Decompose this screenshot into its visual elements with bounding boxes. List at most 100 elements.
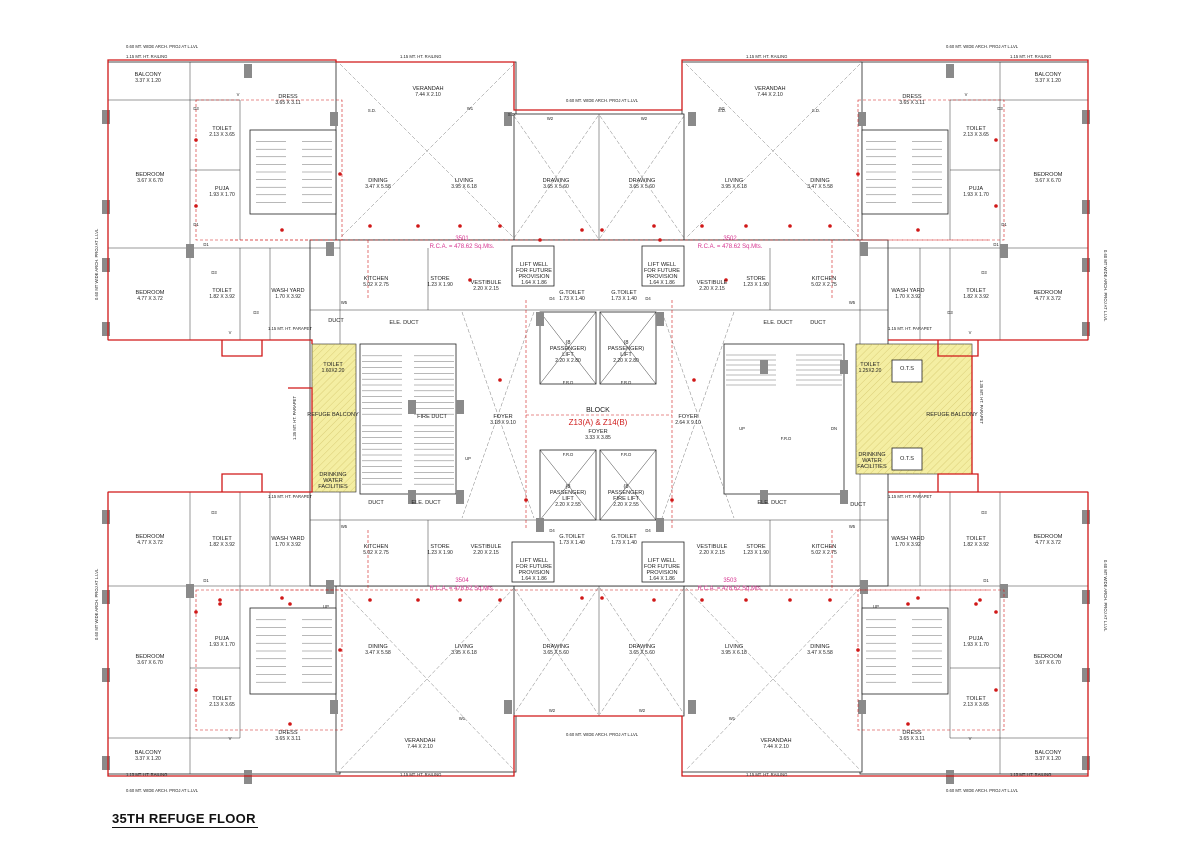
arch-proj-note: 0.60 MT. WIDE ARCH. PROJ AT L.LVL <box>566 98 639 103</box>
room-name: BEDROOM <box>136 290 165 296</box>
room-name: FIRE LIFT <box>613 496 639 502</box>
room-dimension: 3.65 X 3.11 <box>275 100 300 106</box>
unit-areas: 3501 R.C.A. = 478.62 Sq.Mts. 3502 R.C.A.… <box>430 236 763 592</box>
room-name: WASH YARD <box>271 536 304 542</box>
room-name: WASH YARD <box>891 288 924 294</box>
symbol-d1: D1 <box>983 578 989 583</box>
room-name: FOR FUTURE <box>644 268 680 274</box>
unit-boundaries <box>195 99 1005 731</box>
room-name: KITCHEN <box>812 276 837 282</box>
room-dimension: 3.37 X 1.20 <box>135 756 161 762</box>
room-name: PROVISION <box>518 570 549 576</box>
room-dimension: 2.20 X 2.55 <box>555 502 581 508</box>
room-dimension: 4.77 X 3.72 <box>1035 540 1061 546</box>
symbol-d1: D1 <box>203 578 209 583</box>
room-dimension: 2.20 X 2.80 <box>613 358 639 364</box>
symbol-v: V <box>969 330 972 335</box>
open-area-crosses <box>339 63 861 771</box>
symbol-w1: W1 <box>729 716 736 721</box>
room-dimension: 3.47 X 5.58 <box>365 650 391 656</box>
railing-note: 1.15 MT. HT. RAILING <box>400 772 441 777</box>
unit-number: 3501 <box>455 236 469 242</box>
room-name: (8 <box>624 340 629 346</box>
railing-note: 1.15 MT. HT. RAILING <box>1010 772 1051 777</box>
room-dimension: 1.73 X 1.40 <box>611 296 637 302</box>
room-name: DRINKING <box>319 472 346 478</box>
room-name: (8 <box>624 484 629 490</box>
symbol-d3: D3 <box>997 106 1003 111</box>
room-name: G.TOILET <box>559 534 585 540</box>
room-name: PROVISION <box>646 570 677 576</box>
symbol-d3: D3 <box>947 310 953 315</box>
room-dimension: 1.23 X 1.90 <box>427 282 453 288</box>
room-name: DINING <box>810 644 830 650</box>
room-name: PUJA <box>969 186 984 192</box>
railing-note: 1.15 MT. HT. RAILING <box>746 772 787 777</box>
room-dimension: 2.20 X 2.80 <box>555 358 581 364</box>
room-name: LIFT WELL <box>520 262 548 268</box>
room-name: LIFT <box>620 352 632 358</box>
symbol-v: V <box>965 92 968 97</box>
parapet-note: 1.15 MT. HT. PARAPET <box>268 326 312 331</box>
side-arch-note: 0.60 MT WIDE ARCH. PROJ AT L.LVL <box>1103 250 1108 322</box>
railing-note: 1.15 MT. HT. RAILING <box>126 54 167 59</box>
room-name: FIRE DUCT <box>417 414 447 420</box>
room-dimension: 1.93 X 1.70 <box>963 192 989 198</box>
room-name: REFUGE BALCONY <box>307 412 359 418</box>
room-dimension: 3.67 X 6.70 <box>1035 178 1061 184</box>
room-dimension: 3.47 X 5.58 <box>807 184 833 190</box>
room-name: TOILET <box>860 362 880 368</box>
room-name: VESTIBULE <box>697 280 728 286</box>
room-name: (8 <box>566 484 571 490</box>
room-dimension: 3.37 X 1.20 <box>135 78 161 84</box>
room-name: FOR FUTURE <box>644 564 680 570</box>
room-name: VERANDAH <box>412 86 443 92</box>
room-dimension: 3.95 X 6.18 <box>451 650 477 656</box>
room-name: DINING <box>368 178 388 184</box>
room-dimension: 3.95 X 6.18 <box>721 650 747 656</box>
symbol-d4: D4 <box>645 528 651 533</box>
room-name: LIVING <box>725 178 743 184</box>
room-name: STORE <box>746 544 765 550</box>
railing-note: 1.15 MT. HT. RAILING <box>400 54 441 59</box>
room-name: ELE. DUCT <box>763 320 793 326</box>
unit-rca: R.C.A. = 478.62 Sq.Mts. <box>430 244 495 250</box>
symbol-sd: S.D. <box>718 108 726 113</box>
room-name: PASSENGER) <box>608 490 644 496</box>
unit-rca: R.C.A. = 478.62 Sq.Mts. <box>698 244 763 250</box>
room-dimension: 1.64 X 1.86 <box>521 576 547 582</box>
room-dimension: 3.37 X 1.20 <box>1035 78 1061 84</box>
room-name: VERANDAH <box>760 738 791 744</box>
room-name: DUCT <box>850 502 866 508</box>
room-name: VESTIBULE <box>697 544 728 550</box>
railing-outline <box>107 59 1089 777</box>
room-name: DRESS <box>902 94 922 100</box>
symbol-d3: D3 <box>981 510 987 515</box>
symbol-d3: D3 <box>981 270 987 275</box>
symbol-v: V <box>229 736 232 741</box>
room-dimension: 1.93 X 1.70 <box>209 192 235 198</box>
room-name: DRESS <box>902 730 922 736</box>
arch-proj-note: 0.60 MT. WIDE ARCH. PROJ AT L.LVL <box>566 732 639 737</box>
parapet-note: 1.15 MT. HT. PARAPET <box>268 494 312 499</box>
room-name: PASSENGER) <box>608 346 644 352</box>
refuge-parapet-note: 1.35 MT. HT. PARAPET <box>292 396 297 440</box>
room-dimension: 5.02 X 2.75 <box>811 550 837 556</box>
room-dimension: 1.70 X 3.92 <box>895 542 921 548</box>
room-name: TOILET <box>966 536 986 542</box>
room-dimension: 2.20 X 2.15 <box>699 550 725 556</box>
parapet-note: 1.15 MT. HT. PARAPET <box>888 326 932 331</box>
room-dimension: 2.20 X 2.15 <box>473 286 499 292</box>
room-name: BEDROOM <box>1034 654 1063 660</box>
symbol-w5: W5 <box>849 524 856 529</box>
symbol-w2: W2 <box>549 708 556 713</box>
room-name: WASH YARD <box>271 288 304 294</box>
room-name: LIVING <box>455 644 473 650</box>
room-dimension: 1.93 X 1.70 <box>209 642 235 648</box>
room-name: FOR FUTURE <box>516 268 552 274</box>
room-name: ELE. DUCT <box>389 320 419 326</box>
room-dimension: 1.82 X 3.92 <box>963 542 989 548</box>
room-dimension: 2.20 X 2.15 <box>699 286 725 292</box>
railing-note: 1.15 MT. HT. RAILING <box>1010 54 1051 59</box>
